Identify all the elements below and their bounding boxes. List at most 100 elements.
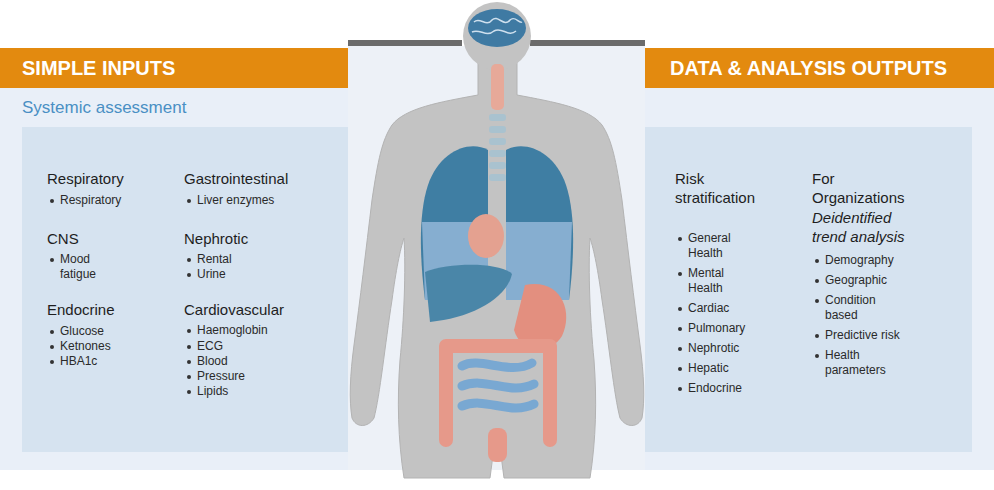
list-item: Liver enzymes (197, 193, 274, 208)
bullet-dot (678, 387, 682, 391)
content-panel: RespiratoryRespiratoryCNSMood fatigueEnd… (22, 127, 972, 452)
bullet-dot (815, 334, 819, 338)
bullet-item: Glucose (50, 324, 104, 339)
bullet-item: Rental (187, 252, 232, 267)
bullet-item: Pulmonary (678, 321, 745, 336)
bullet-dot (50, 345, 54, 349)
list-item: Hepatic (688, 361, 729, 376)
bullet-item: Lipids (187, 384, 228, 399)
list-item: Ketnones (60, 339, 111, 354)
list-item: Urine (197, 267, 226, 282)
bullet-item: Mental Health (678, 266, 748, 296)
list-item: Demography (825, 253, 894, 268)
text-slot: Risk stratification (675, 169, 775, 207)
bullet-item: Cardiac (678, 301, 729, 316)
group-heading: Respiratory (47, 169, 124, 188)
list-item: Respiratory (60, 193, 121, 208)
list-item: Pressure (197, 369, 245, 384)
group-heading: For Organizations (812, 169, 927, 207)
bullet-dot (187, 199, 191, 203)
group-heading: Risk stratification (675, 169, 775, 207)
group-heading: Deidentified trend analysis (812, 208, 927, 246)
bullet-item: Hepatic (678, 361, 729, 376)
text-slot: DATA & ANALYSIS OUTPUTS (670, 56, 947, 80)
bullet-dot (50, 330, 54, 334)
bullet-item: Blood (187, 354, 228, 369)
spine-segment (489, 174, 506, 181)
bullet-dot (678, 367, 682, 371)
bullet-item: Condition based (815, 293, 890, 323)
header-band: SIMPLE INPUTSDATA & ANALYSIS OUTPUTS (0, 48, 994, 88)
spine-segment (489, 162, 506, 169)
group-heading: Gastrointestinal (184, 169, 288, 188)
bullet-dot (187, 360, 191, 364)
bullet-dot (187, 375, 191, 379)
list-item: Glucose (60, 324, 104, 339)
body-silhouette (350, 60, 643, 478)
figure-ground (348, 46, 645, 470)
text-slot: Systemic assessment (22, 98, 186, 118)
lung-lower (422, 222, 488, 300)
bullet-item: Geographic (815, 273, 887, 288)
list-item: Endocrine (688, 381, 742, 396)
rectum (488, 428, 507, 462)
text-slot: Nephrotic (184, 229, 248, 248)
spine-segment (489, 114, 506, 121)
bullet-dot (815, 354, 819, 358)
bullet-dot (678, 307, 682, 311)
lung (421, 146, 488, 300)
bullet-dot (50, 258, 54, 262)
bullet-item: Nephrotic (678, 341, 739, 356)
spine-segment (489, 138, 506, 145)
bullet-dot (678, 327, 682, 331)
figure-ground (348, 0, 645, 46)
shadow-strip (348, 40, 462, 46)
shadow-strip (530, 40, 645, 46)
group-heading: CNS (47, 229, 79, 248)
bullet-item: Mood fatigue (50, 252, 115, 282)
text-slot: Gastrointestinal (184, 169, 288, 188)
text-slot: For Organizations (812, 169, 927, 207)
list-item: Predictive risk (825, 328, 900, 343)
list-item: Mood fatigue (60, 252, 115, 282)
colon (446, 346, 550, 440)
list-item: Health parameters (825, 348, 895, 378)
bullet-dot (50, 199, 54, 203)
bullet-dot (187, 345, 191, 349)
bullet-dot (187, 390, 191, 394)
list-item: Nephrotic (688, 341, 739, 356)
list-item: ECG (197, 339, 223, 354)
heart (468, 214, 504, 258)
list-item: Cardiac (688, 301, 729, 316)
brain (468, 9, 526, 47)
list-item: Pulmonary (688, 321, 745, 336)
lung (506, 146, 573, 300)
bullet-item: Urine (187, 267, 226, 282)
text-slot: CNS (47, 229, 79, 248)
bullet-item: Liver enzymes (187, 193, 274, 208)
spine-segment (489, 126, 506, 133)
bullet-item: General Health (678, 231, 748, 261)
text-slot: Endocrine (47, 300, 115, 319)
bullet-dot (815, 299, 819, 303)
bullet-dot (187, 273, 191, 277)
bullet-item: Pressure (187, 369, 245, 384)
text-slot: Respiratory (47, 169, 124, 188)
liver (425, 265, 512, 322)
list-item: Geographic (825, 273, 887, 288)
bullet-dot (187, 329, 191, 333)
band-heading: DATA & ANALYSIS OUTPUTS (670, 56, 947, 80)
list-item: Rental (197, 252, 232, 267)
assessment-panel: Systemic assessmentRespiratoryRespirator… (0, 88, 994, 470)
lung-lower (506, 222, 572, 300)
list-item: HBA1c (60, 354, 97, 369)
spine-segment (489, 150, 506, 157)
text-slot: Cardiovascular (184, 300, 284, 319)
bullet-dot (815, 259, 819, 263)
bullet-item: ECG (187, 339, 223, 354)
group-heading: Cardiovascular (184, 300, 284, 319)
bullet-dot (815, 279, 819, 283)
text-slot: Deidentified trend analysis (812, 208, 927, 246)
list-item: Mental Health (688, 266, 748, 296)
